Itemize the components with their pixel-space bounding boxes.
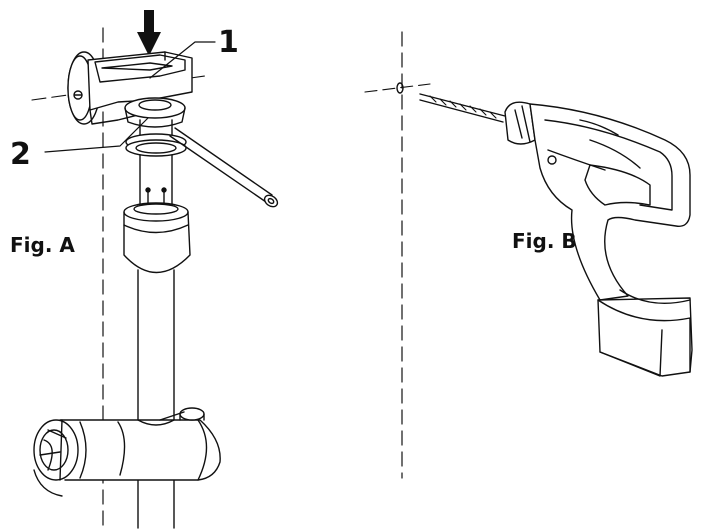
cordless-drill xyxy=(504,101,693,377)
horizontal-axis-line-b xyxy=(364,83,431,93)
bar-end-cap xyxy=(123,202,191,274)
callout-2-label: 2 xyxy=(10,137,31,172)
callout-1-label: 1 xyxy=(218,25,239,60)
slider-ring-top xyxy=(124,97,187,157)
wall-bracket xyxy=(67,51,193,125)
allen-key xyxy=(169,127,279,208)
fig-b-label: Fig. B xyxy=(512,229,577,253)
callout-1-leader xyxy=(149,41,216,79)
shower-bar xyxy=(137,269,175,529)
callout-2-leader xyxy=(44,117,149,153)
figure-b xyxy=(364,31,693,479)
shower-head-slider xyxy=(33,407,221,497)
drill-hole-mark xyxy=(396,82,404,94)
push-down-arrow-icon xyxy=(137,10,161,56)
figure-a xyxy=(31,10,279,529)
fig-a-label: Fig. A xyxy=(10,233,75,257)
drill-bit xyxy=(419,93,506,123)
